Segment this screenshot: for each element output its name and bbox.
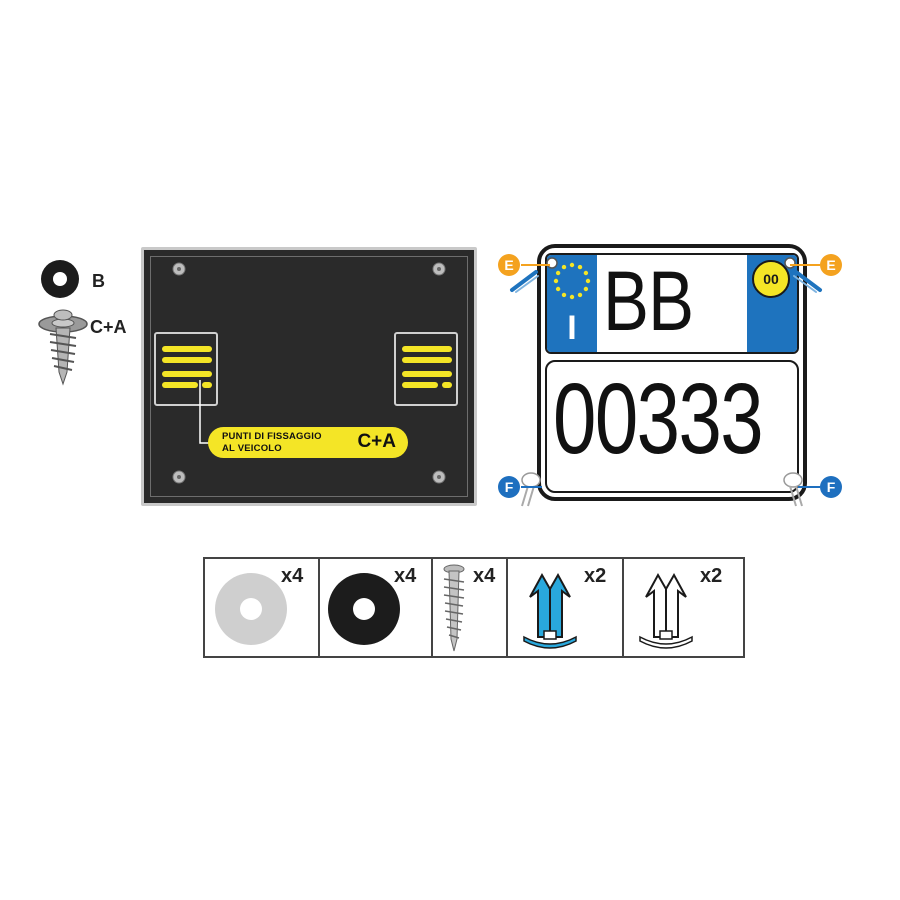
- callout-line-1: PUNTI DI FISSAGGIO: [222, 431, 322, 442]
- badge-f-right: F: [820, 476, 842, 498]
- mounting-plate: [141, 247, 477, 506]
- callout-line-2: AL VEICOLO: [222, 443, 282, 454]
- parts-qty: x2: [584, 565, 607, 587]
- year-band: 00: [747, 255, 797, 352]
- black-washer-icon: [328, 573, 400, 645]
- legend-washer-label: B: [92, 271, 105, 291]
- legend-screw-icon: [38, 309, 88, 386]
- grey-washer-icon: [215, 573, 287, 645]
- plate-top-text: BB: [603, 254, 694, 348]
- plate-top-row: I BB 00: [545, 253, 799, 354]
- plate-screw-icon: [432, 470, 446, 484]
- blue-clip-icon: [793, 270, 822, 293]
- badge-e-left: E: [498, 254, 520, 276]
- fixing-panel-left: [154, 332, 218, 406]
- screw-icon: [443, 564, 465, 652]
- legend-washer-icon: [41, 260, 79, 298]
- parts-qty: x2: [700, 565, 723, 587]
- blue-rivet-icon: [523, 572, 577, 649]
- year-disc: 00: [752, 260, 790, 298]
- eu-stars-icon: [553, 262, 591, 300]
- white-clip-icon: [783, 472, 803, 507]
- blue-clip-icon: [510, 270, 539, 293]
- badge-e-right: E: [820, 254, 842, 276]
- plate-bottom-row: 00333: [545, 360, 799, 493]
- plate-screw-icon: [432, 262, 446, 276]
- plate-screw-icon: [172, 470, 186, 484]
- callout-leader-line: [199, 380, 212, 444]
- badge-leader-lines: [521, 264, 820, 488]
- parts-table: x4 x4 x4 x2: [203, 557, 745, 658]
- plate-bottom-text: 00333: [553, 363, 764, 475]
- parts-cell-white-rivet: x2: [624, 559, 743, 656]
- country-code: I: [567, 309, 577, 347]
- eu-band: I: [547, 255, 597, 352]
- fixing-points-callout: PUNTI DI FISSAGGIO AL VEICOLO C+A: [208, 427, 408, 458]
- parts-qty: x4: [473, 565, 496, 587]
- parts-qty: x4: [394, 565, 417, 587]
- callout-code: C+A: [357, 431, 396, 452]
- legend-screw-label: C+A: [90, 317, 127, 337]
- parts-cell-screw: x4: [433, 559, 508, 656]
- parts-cell-grey-washer: x4: [205, 559, 320, 656]
- white-clip-icon: [521, 472, 541, 507]
- plate-inner-frame: [150, 256, 468, 497]
- white-rivet-icon: [639, 572, 693, 649]
- parts-cell-blue-rivet: x2: [508, 559, 624, 656]
- badge-f-left: F: [498, 476, 520, 498]
- parts-qty: x4: [281, 565, 304, 587]
- parts-cell-black-washer: x4: [320, 559, 433, 656]
- fixing-panel-right: [394, 332, 458, 406]
- license-plate: I BB 00 00333: [537, 244, 807, 501]
- plate-screw-icon: [172, 262, 186, 276]
